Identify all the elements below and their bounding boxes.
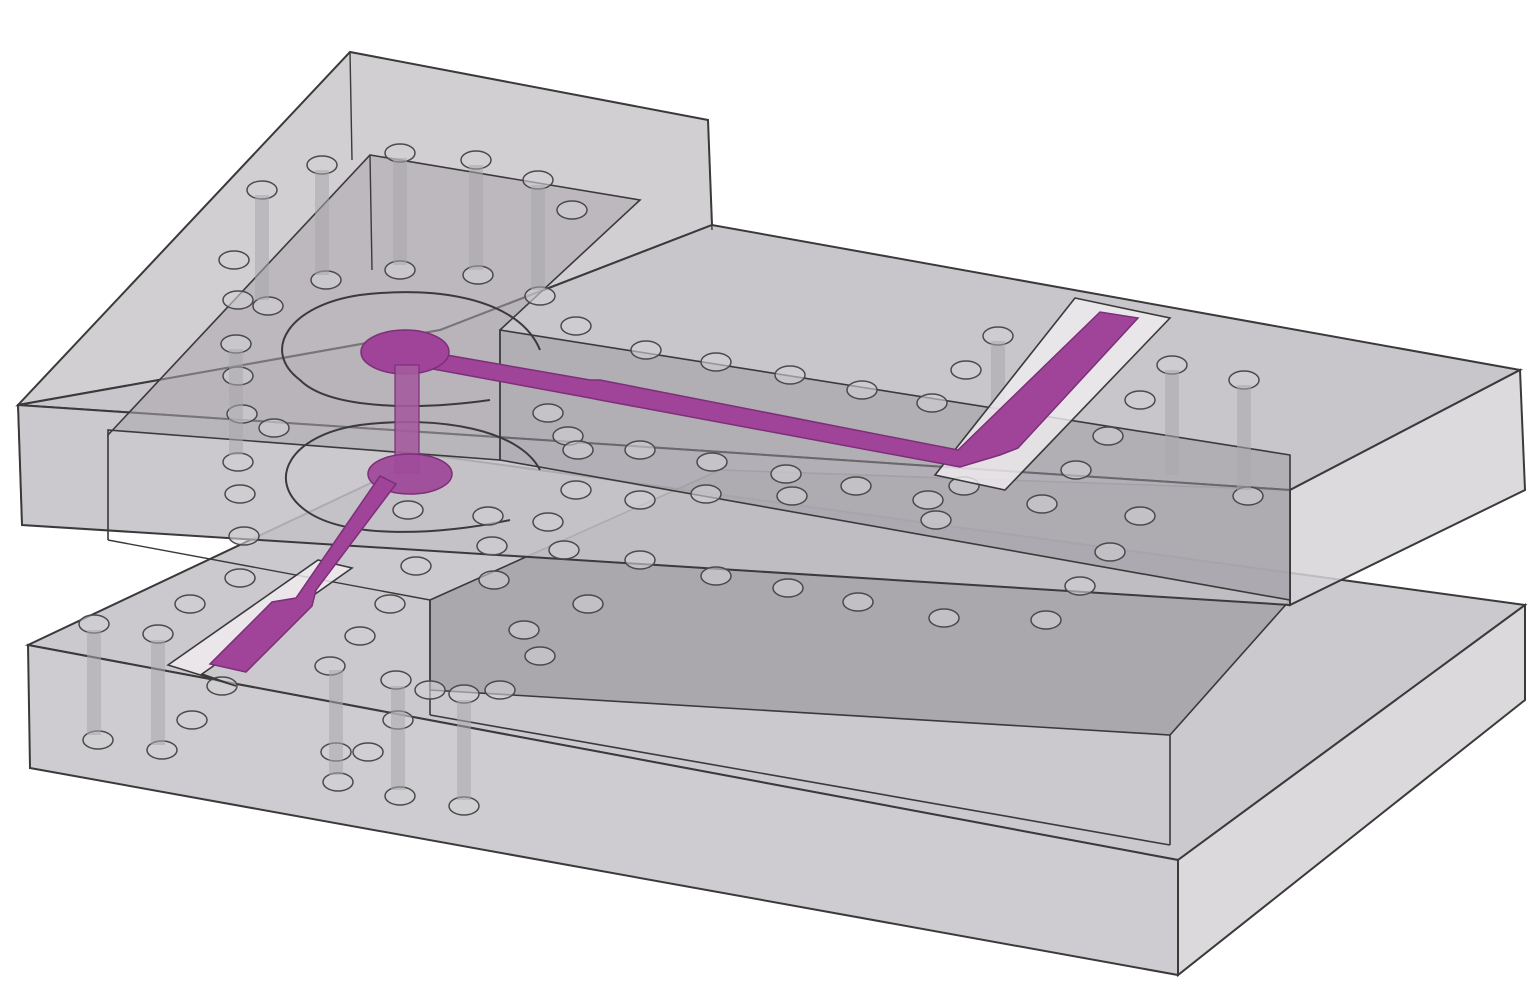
via (842, 592, 874, 612)
via (928, 608, 960, 628)
via (1092, 426, 1124, 446)
via-barrels (87, 158, 1251, 800)
via (690, 484, 722, 504)
via (1094, 542, 1126, 562)
upper-feed-line (394, 311, 1140, 468)
via (392, 500, 424, 520)
lower-feed-line (208, 475, 398, 673)
via (1124, 390, 1156, 410)
via (532, 512, 564, 532)
via (524, 646, 556, 666)
coupling-apertures (281, 291, 541, 533)
via (1060, 460, 1092, 480)
via (774, 365, 806, 385)
via (556, 200, 588, 220)
via (224, 568, 256, 588)
via (484, 680, 516, 700)
upper-aperture (281, 291, 541, 407)
via (696, 452, 728, 472)
via (222, 452, 254, 472)
via (222, 290, 254, 310)
via (1030, 610, 1062, 630)
via (476, 536, 508, 556)
via (772, 578, 804, 598)
via (218, 250, 250, 270)
conductors (208, 311, 1140, 673)
lower-aperture (285, 421, 541, 533)
via (916, 393, 948, 413)
via (700, 566, 732, 586)
via (770, 464, 802, 484)
via (846, 380, 878, 400)
via (174, 594, 206, 614)
lower-board-right (1177, 603, 1526, 978)
via (912, 490, 944, 510)
via (562, 440, 594, 460)
via (1026, 494, 1058, 514)
via (176, 710, 208, 730)
via (322, 772, 354, 792)
via (532, 403, 564, 423)
via (374, 594, 406, 614)
via (1064, 576, 1096, 596)
via (472, 506, 504, 526)
via (344, 626, 376, 646)
via (224, 484, 256, 504)
via (228, 526, 260, 546)
via (950, 360, 982, 380)
via (630, 340, 662, 360)
via (920, 510, 952, 530)
via (840, 476, 872, 496)
via (1124, 506, 1156, 526)
via (548, 540, 580, 560)
upper-substrate (15, 50, 1527, 607)
via (414, 680, 446, 700)
via (478, 570, 510, 590)
via (700, 352, 732, 372)
via (352, 742, 384, 762)
via (572, 594, 604, 614)
via (624, 440, 656, 460)
via (560, 316, 592, 336)
via (508, 620, 540, 640)
via (258, 418, 290, 438)
via (206, 676, 238, 696)
via (624, 490, 656, 510)
via (400, 556, 432, 576)
via (624, 550, 656, 570)
via (560, 480, 592, 500)
via (776, 486, 808, 506)
via-fence (78, 143, 1264, 816)
